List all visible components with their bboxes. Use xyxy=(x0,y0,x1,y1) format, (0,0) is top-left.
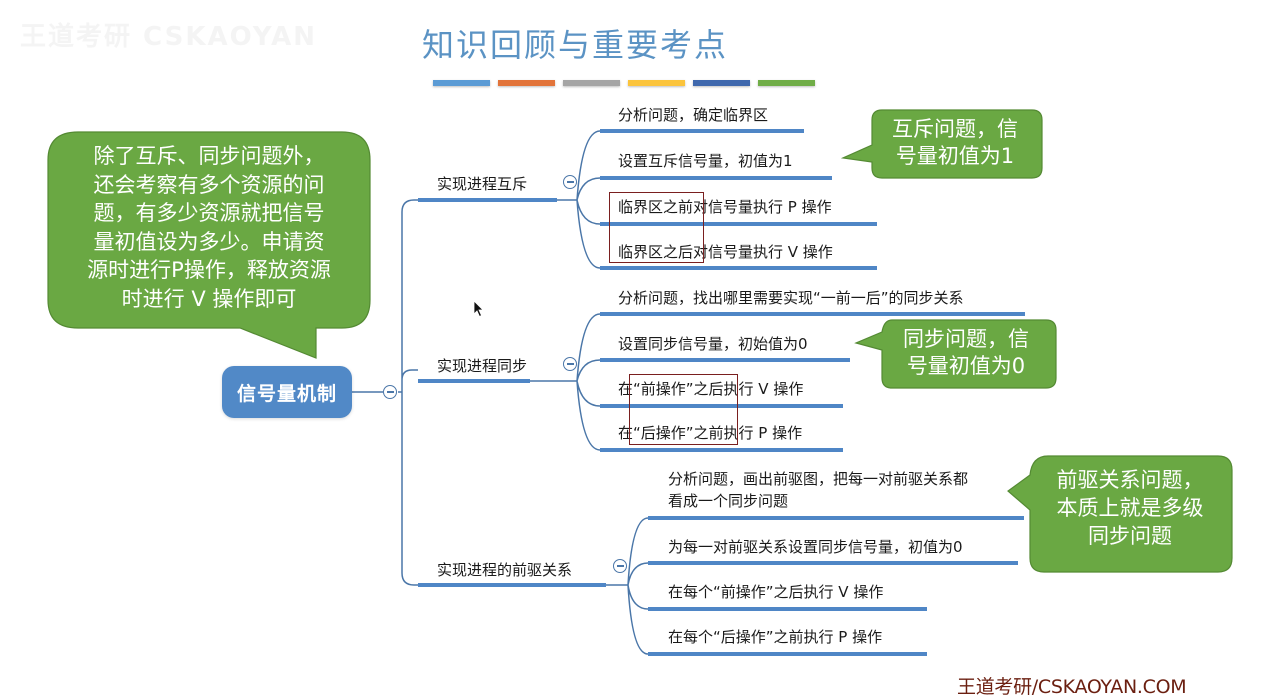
leaf-sync-1[interactable]: 分析问题，找出哪里需要实现“一前一后”的同步关系 xyxy=(618,289,964,307)
page-title: 知识回顾与重要考点 xyxy=(421,26,728,64)
title-color-bar xyxy=(433,80,490,86)
leaf-mutex-4[interactable]: 临界区之后对信号量执行 V 操作 xyxy=(618,243,833,261)
leaf-mutex-2[interactable]: 设置互斥信号量，初值为1 xyxy=(618,152,793,170)
branch-precedence-label[interactable]: 实现进程的前驱关系 xyxy=(437,561,573,579)
title-color-bar xyxy=(758,80,815,86)
callout-precedence-line: 同步问题 xyxy=(1088,524,1172,548)
collapse-root-button[interactable] xyxy=(383,385,397,399)
root-node[interactable]: 信号量机制 xyxy=(222,366,352,418)
leaf-precedence-3[interactable]: 在每个“前操作”之后执行 V 操作 xyxy=(668,583,884,601)
collapse-mutex-button[interactable] xyxy=(563,175,577,189)
fan-mutex xyxy=(576,130,601,269)
callout-main: 除了互斥、同步问题外， 还会考察有多个资源的问 题，有多少资源就把信号 量初值设… xyxy=(54,142,364,313)
leaf-mutex-1[interactable]: 分析问题，确定临界区 xyxy=(618,106,769,124)
fan-precedence xyxy=(627,517,649,655)
callout-sync-line: 号量初值为0 xyxy=(906,354,1026,378)
mouse-cursor-icon xyxy=(473,300,484,318)
callout-sync-shape xyxy=(854,319,1057,389)
footer-brand: 王道考研/CSKAOYAN.COM xyxy=(957,676,1187,698)
leaf-sync-4[interactable]: 在“后操作”之前执行 P 操作 xyxy=(618,424,803,442)
callout-main-shape xyxy=(47,131,371,359)
callout-main-line: 除了互斥、同步问题外， xyxy=(93,144,325,168)
callout-main-line: 源时进行P操作，释放资源 xyxy=(87,258,331,282)
leaf-sync-2[interactable]: 设置同步信号量，初始值为0 xyxy=(618,335,808,353)
leaf-sync-3[interactable]: 在“前操作”之后执行 V 操作 xyxy=(618,380,804,398)
collapse-precedence-button[interactable] xyxy=(613,559,627,573)
fan-sync xyxy=(576,313,601,451)
leaf-precedence-1-line2: 看成一个同步问题 xyxy=(668,492,789,510)
title-color-bars xyxy=(433,80,815,88)
title-color-bar xyxy=(693,80,750,86)
title-color-bar xyxy=(498,80,555,86)
title-color-bar xyxy=(628,80,685,86)
title-color-bar xyxy=(563,80,620,86)
callout-mutex: 互斥问题，信 号量初值为1 xyxy=(870,116,1040,170)
callout-sync-line: 同步问题，信 xyxy=(903,327,1029,351)
callout-sync: 同步问题，信 号量初值为0 xyxy=(880,326,1052,380)
leaf-precedence-2[interactable]: 为每一对前驱关系设置同步信号量，初值为0 xyxy=(668,538,963,556)
callout-main-line: 量初值设为多少。申请资 xyxy=(93,229,325,254)
callout-main-line: 还会考察有多个资源的问 xyxy=(93,172,325,197)
callout-mutex-line: 互斥问题，信 xyxy=(892,117,1018,141)
callout-main-line: 题，有多少资源就把信号 xyxy=(93,201,325,225)
callout-precedence-line: 前驱关系问题， xyxy=(1056,468,1204,492)
watermark: 王道考研 CSKAOYAN xyxy=(20,22,318,52)
callout-precedence-shape xyxy=(1007,455,1233,573)
collapse-sync-button[interactable] xyxy=(563,357,577,371)
callout-precedence: 前驱关系问题， 本质上就是多级 同步问题 xyxy=(1030,466,1230,550)
callout-main-line: 时进行 V 操作即可 xyxy=(121,286,297,311)
callout-mutex-line: 号量初值为1 xyxy=(895,144,1015,168)
branch-sync-label[interactable]: 实现进程同步 xyxy=(437,357,528,375)
highlight-box-mutex xyxy=(609,192,704,263)
branch-mutex-label[interactable]: 实现进程互斥 xyxy=(437,175,528,193)
leaf-precedence-4[interactable]: 在每个“后操作”之前执行 P 操作 xyxy=(668,628,883,646)
callout-precedence-line: 本质上就是多级 xyxy=(1056,496,1204,520)
leaf-precedence-1-line1: 分析问题，画出前驱图，把每一对前驱关系都 xyxy=(668,470,969,488)
callout-mutex-shape xyxy=(840,109,1043,179)
leaf-precedence-1[interactable]: 分析问题，画出前驱图，把每一对前驱关系都 看成一个同步问题 xyxy=(668,468,968,512)
trunk-line xyxy=(398,199,418,586)
highlight-box-sync xyxy=(629,374,738,445)
leaf-mutex-3[interactable]: 临界区之前对信号量执行 P 操作 xyxy=(618,198,832,216)
